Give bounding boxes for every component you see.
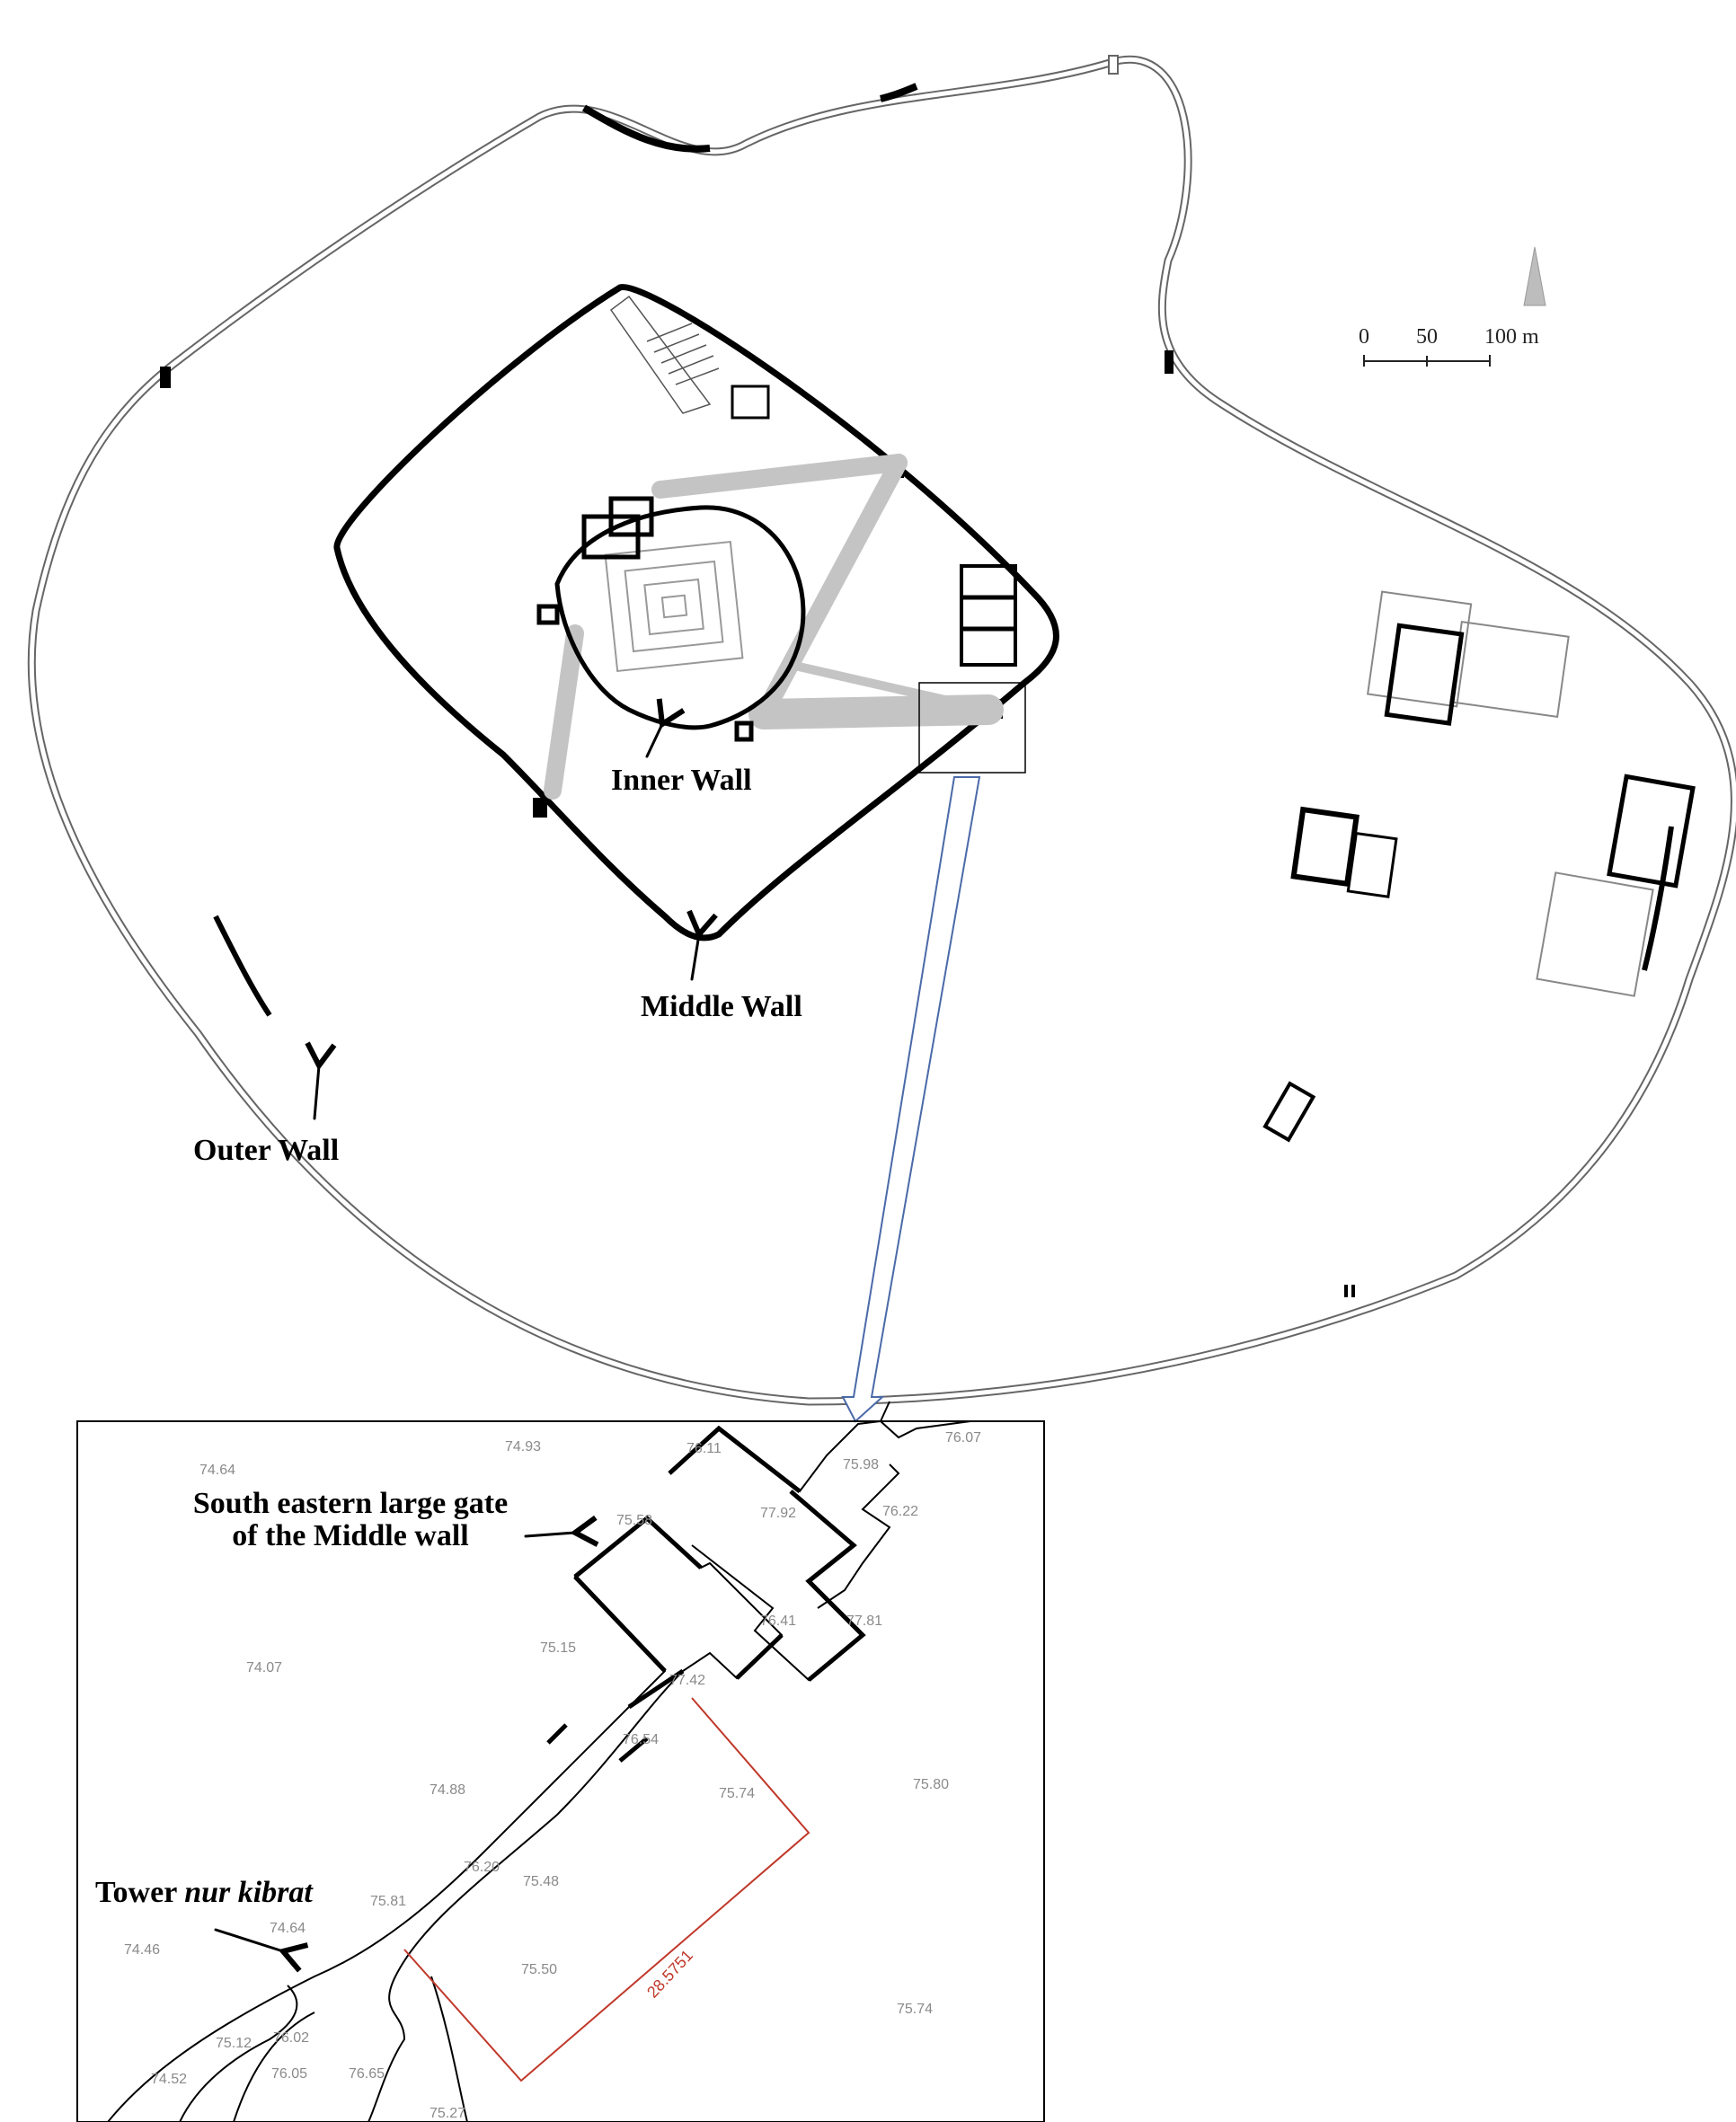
scale-tick-100: 100 m xyxy=(1484,325,1539,349)
elevation-label: 76.02 xyxy=(273,2030,310,2046)
elevation-label: 75.74 xyxy=(719,1786,756,1801)
elevation-label: 75.74 xyxy=(897,2002,934,2017)
tower-label-prefix: Tower xyxy=(95,1876,185,1909)
elevation-label: 75.15 xyxy=(540,1640,577,1656)
gate-label-line1: South eastern large gate xyxy=(192,1487,509,1520)
gate-label-line2: of the Middle wall xyxy=(232,1519,469,1552)
outer-wall xyxy=(27,55,1736,1406)
tower-label: Tower nur kibrat xyxy=(95,1876,313,1910)
inset-frame xyxy=(76,1420,1045,2122)
elevation-label: 77.92 xyxy=(760,1506,797,1521)
scale-tick-0: 0 xyxy=(1359,325,1369,349)
gate-label: South eastern large gate of the Middle w… xyxy=(171,1488,530,1552)
callout-arrow xyxy=(841,776,981,1423)
scale-tick-50: 50 xyxy=(1416,325,1438,349)
elevation-label: 76.20 xyxy=(464,1860,500,1875)
outer-wall-label: Outer Wall xyxy=(193,1134,340,1167)
elevation-label: 75.58 xyxy=(616,1513,653,1528)
elevation-label: 75.50 xyxy=(521,1962,558,1977)
elevation-label: 76.65 xyxy=(349,2066,385,2082)
elevation-label: 74.64 xyxy=(199,1463,236,1478)
elevation-label: 74.93 xyxy=(505,1439,542,1454)
elevation-label: 77.81 xyxy=(846,1614,883,1629)
elevation-label: 75.12 xyxy=(216,2036,252,2051)
inset-measurement xyxy=(403,1697,810,2082)
elevation-label: 76.22 xyxy=(882,1504,919,1519)
inner-wall-label: Inner Wall xyxy=(611,764,752,797)
elevation-label: 75.27 xyxy=(430,2106,466,2121)
elevation-label: 75.48 xyxy=(523,1874,560,1889)
inset-wall-thick xyxy=(546,1425,866,1763)
elevation-label: 75.81 xyxy=(370,1894,407,1909)
elevation-label: 75.80 xyxy=(913,1777,950,1792)
outer-buildings xyxy=(1262,590,1696,1143)
processional-paths xyxy=(544,454,1004,800)
ziggurat xyxy=(604,540,744,673)
elevation-label: 77.42 xyxy=(669,1673,706,1688)
elevation-label: 74.46 xyxy=(124,1942,161,1958)
north-arrow-icon xyxy=(1523,246,1546,306)
elevation-label: 74.64 xyxy=(270,1921,306,1936)
elevation-label: 76.41 xyxy=(760,1614,797,1629)
elevation-label: 75.98 xyxy=(843,1457,880,1472)
elevation-label: 76.11 xyxy=(686,1441,722,1456)
inner-buildings xyxy=(536,385,1017,742)
tower-label-name: nur kibrat xyxy=(184,1876,313,1909)
inner-wall xyxy=(554,505,806,730)
elevation-label: 74.52 xyxy=(151,2072,188,2087)
elevation-label: 74.88 xyxy=(430,1782,466,1798)
elevation-label: 74.07 xyxy=(246,1660,283,1675)
elevation-label: 76.54 xyxy=(623,1732,660,1747)
elevation-label: 76.07 xyxy=(945,1430,982,1446)
inset-locator xyxy=(918,682,1026,774)
label-arrows xyxy=(214,698,718,1973)
middle-wall-label: Middle Wall xyxy=(641,990,802,1023)
stair-structure xyxy=(609,295,720,414)
elevation-label: 76.05 xyxy=(271,2066,308,2082)
scale-bar xyxy=(1363,355,1491,367)
